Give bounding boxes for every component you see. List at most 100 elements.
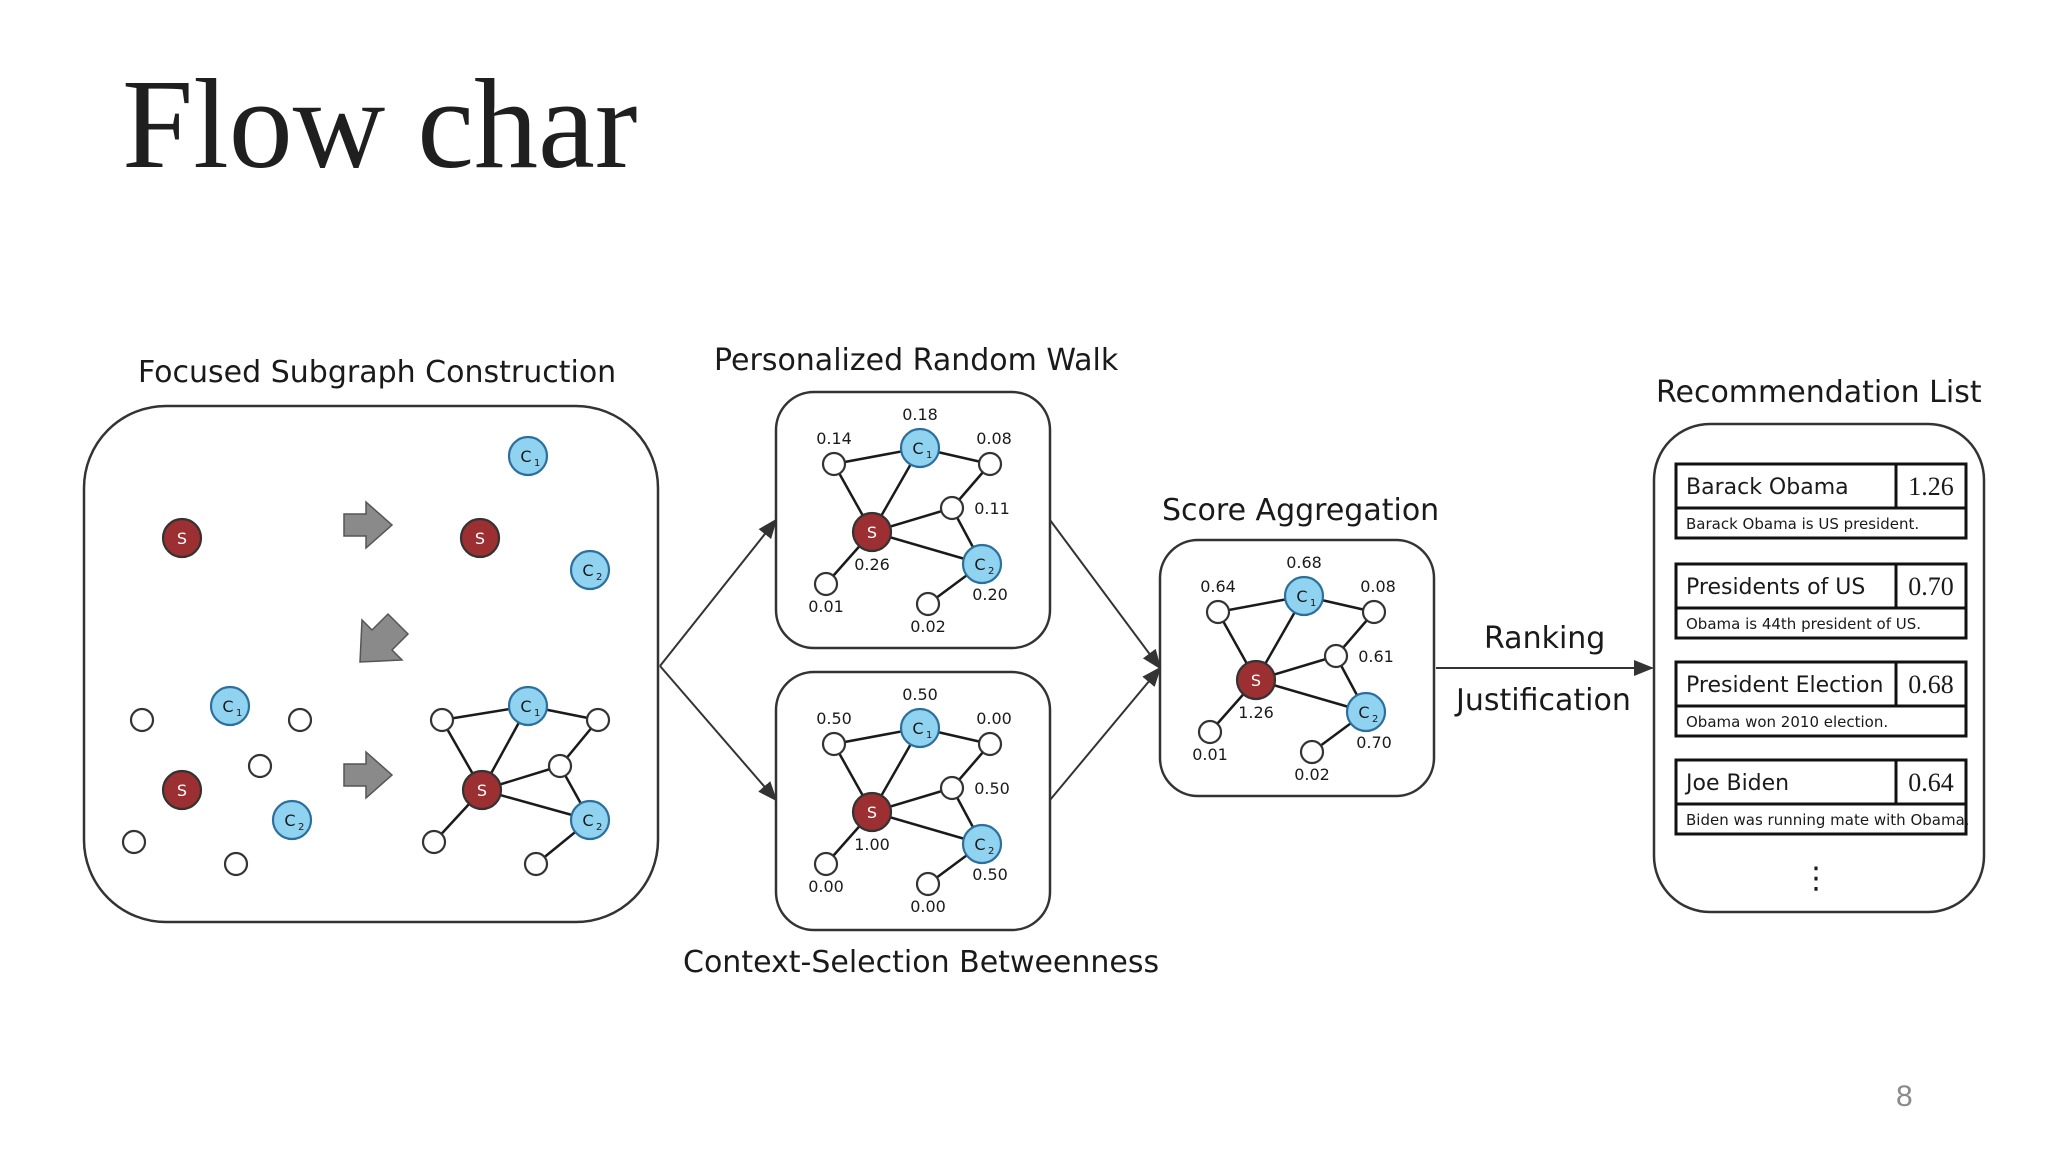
page-number: 8 [1896,1080,1913,1113]
focused-subgraph-panel [82,404,660,924]
score-label-c2: 0.20 [972,585,1008,604]
score-label-bottom-left: 0.00 [808,877,844,896]
candidate-node-subscript: 1 [534,708,540,719]
context-node [121,829,147,855]
candidate-node-label: C [582,561,593,580]
recommendation-score-box [1894,758,1968,806]
recommendation-score: 0.68 [1908,670,1954,699]
recommendation-score-box [1894,660,1968,708]
score-label-c1: 0.68 [1286,553,1322,572]
context-node [523,851,549,877]
candidate-node [271,799,313,841]
candidate-node-label: C [222,697,233,716]
candidate-node-subscript: 2 [298,822,304,833]
recommendation-justification-box [1674,704,1968,738]
score-label-top-left: 0.14 [816,429,852,448]
candidate-node-label: C [974,555,985,574]
recommendation-score-box [1894,462,1968,510]
context-node [429,707,455,733]
section-title-rec: Recommendation List [1656,375,1982,410]
context-node [821,451,847,477]
context-node [223,851,249,877]
candidate-node-label: C [912,719,923,738]
source-node [461,769,503,811]
recommendation-name-box [1674,562,1898,610]
recommendation-justification-box [1674,606,1968,640]
context-node [1205,599,1231,625]
connector-csb-agg [1049,666,1162,801]
score-label-top-left: 0.64 [1200,577,1236,596]
candidate-node [1345,691,1387,733]
context-node [821,731,847,757]
context-node [1361,599,1387,625]
candidate-node-label: C [520,447,531,466]
context-node [585,707,611,733]
candidate-node [1283,575,1325,617]
context-node [247,753,273,779]
section-title-csb: Context-Selection Betweenness [683,945,1159,980]
candidate-node-subscript: 2 [988,566,994,577]
recommendation-justification: Biden was running mate with Obama. [1686,811,1970,829]
score-label-c1: 0.18 [902,405,938,424]
score-label-top-right: 0.08 [1360,577,1396,596]
section-title-prw: Personalized Random Walk [714,343,1119,378]
source-node [851,511,893,553]
score-label-top-left: 0.50 [816,709,852,728]
candidate-node-subscript: 1 [534,458,540,469]
context-node [547,753,573,779]
recommendation-name: President Election [1686,673,1883,698]
candidate-node-label: C [974,835,985,854]
candidate-node [209,685,251,727]
ranking-label: Ranking [1484,621,1605,656]
context-node [915,591,941,617]
candidate-node [961,823,1003,865]
candidate-node-subscript: 1 [926,730,932,741]
step-arrow-right-icon [343,500,394,550]
candidate-node-subscript: 1 [926,450,932,461]
candidate-node [569,799,611,841]
score-label-top-right: 0.00 [976,709,1012,728]
recommendation-score: 1.26 [1908,472,1954,501]
recommendation-justification-box [1674,506,1968,540]
context-node [1299,739,1325,765]
candidate-node-label: C [1296,587,1307,606]
score-label-c2: 0.50 [972,865,1008,884]
score-label-s: 0.26 [854,555,890,574]
score-label-bottom-mid: 0.02 [1294,765,1330,784]
slide-title: Flow char [122,53,638,195]
candidate-node [507,435,549,477]
recommendation-name-box [1674,758,1898,806]
more-items-indicator: ⋮ [1801,861,1831,896]
justification-label: Justification [1454,683,1631,718]
recommendation-name: Presidents of US [1686,575,1865,600]
score-label-mid-right: 0.61 [1358,647,1394,666]
candidate-node-subscript: 2 [596,822,602,833]
score-label-bottom-mid: 0.02 [910,617,946,636]
score-label-top-right: 0.08 [976,429,1012,448]
context-node [1323,643,1349,669]
score-label-c1: 0.50 [902,685,938,704]
score-label-c2: 0.70 [1356,733,1392,752]
context-node [915,871,941,897]
candidate-node-label: C [912,439,923,458]
source-node-label: S [477,781,487,800]
context-node [939,495,965,521]
source-node-label: S [867,523,877,542]
context-node [813,851,839,877]
candidate-node [899,707,941,749]
source-node-label: S [475,529,485,548]
context-node [977,731,1003,757]
candidate-node [899,427,941,469]
connector-focused-csb [659,665,778,802]
source-node [1235,659,1277,701]
score-label-mid-right: 0.50 [974,779,1010,798]
score-label-s: 1.00 [854,835,890,854]
recommendation-justification: Obama is 44th president of US. [1686,615,1921,633]
score-label-bottom-mid: 0.00 [910,897,946,916]
recommendation-name: Joe Biden [1684,771,1789,796]
recommendation-justification: Barack Obama is US president. [1686,515,1919,533]
step-arrow-down-left-icon [359,612,410,663]
recommendation-justification-box [1674,802,1968,836]
section-title-focused: Focused Subgraph Construction [138,355,616,390]
